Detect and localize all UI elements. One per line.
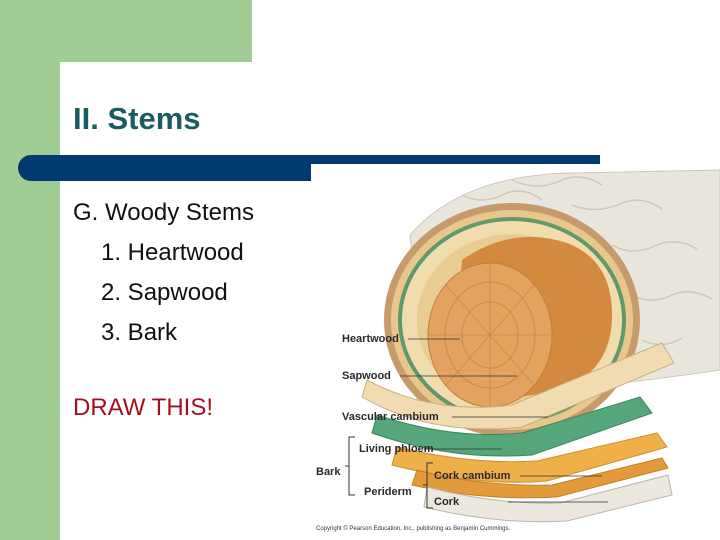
heartwood-rays <box>428 263 552 407</box>
list-item-sapwood: 2. Sapwood <box>101 279 228 306</box>
label-cork: Cork <box>434 496 460 508</box>
leader-lines <box>400 338 608 503</box>
slide-title: II. Stems <box>73 101 201 136</box>
slide-corner <box>60 62 120 122</box>
title-divider-line <box>311 155 600 164</box>
label-vascular-cambium: Vascular cambium <box>342 411 439 423</box>
label-bark: Bark <box>316 466 341 478</box>
label-cork-cambium: Cork cambium <box>434 470 511 482</box>
top-accent-band <box>60 0 252 62</box>
draw-callout: DRAW THIS! <box>73 394 214 421</box>
list-item-bark: 3. Bark <box>101 319 178 346</box>
section-heading: G. Woody Stems <box>73 199 254 226</box>
list-item-heartwood: 1. Heartwood <box>101 239 244 266</box>
copyright-note: Copyright © Pearson Education, Inc., pub… <box>316 525 511 532</box>
label-sapwood: Sapwood <box>342 370 391 382</box>
label-periderm: Periderm <box>364 486 412 498</box>
bark-texture <box>461 176 713 346</box>
vascular-cambium-layer <box>371 396 653 457</box>
label-living-phloem: Living phloem <box>359 443 434 455</box>
label-heartwood: Heartwood <box>342 333 399 345</box>
title-divider-bar <box>18 155 311 181</box>
bark-brace <box>345 436 355 496</box>
slide-body: G. Woody Stems 1. Heartwood 2. Sapwood 3… <box>73 193 254 353</box>
periderm-brace <box>423 462 433 509</box>
woody-stem-diagram: Heartwood Sapwood Vascular cambium Livin… <box>316 169 720 532</box>
cork-layer <box>423 474 673 523</box>
left-accent-band <box>0 0 60 540</box>
sapwood-slab <box>361 342 675 430</box>
